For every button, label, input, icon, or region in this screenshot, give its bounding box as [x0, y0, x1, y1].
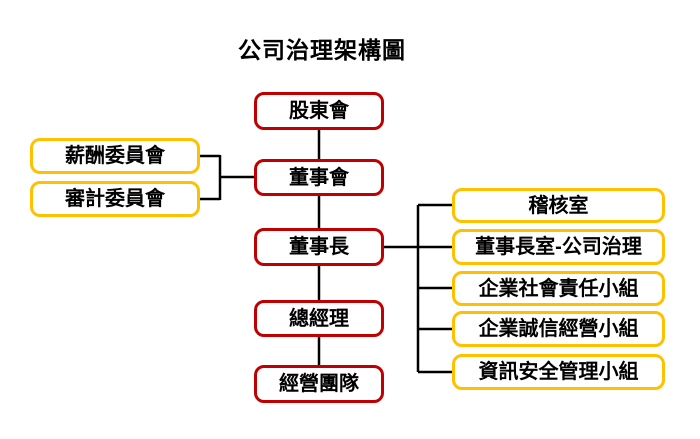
diagram-title: 公司治理架構圖 [238, 37, 406, 63]
node-general-manager: 總經理 [254, 300, 384, 337]
node-compensation-committee: 薪酬委員會 [30, 138, 200, 174]
node-shareholders-meeting: 股東會 [254, 92, 384, 130]
node-board-of-directors: 董事會 [254, 159, 384, 196]
node-audit-committee: 審計委員會 [30, 181, 200, 217]
node-csr-taskforce: 企業社會責任小組 [452, 271, 665, 306]
node-audit-office: 稽核室 [452, 188, 665, 223]
node-business-integrity-taskforce: 企業誠信經營小組 [452, 311, 665, 347]
node-chairman-office-corporate-governance: 董事長室-公司治理 [452, 229, 665, 265]
node-chairman: 董事長 [254, 228, 384, 266]
node-information-security-taskforce: 資訊安全管理小組 [452, 354, 665, 390]
node-management-team: 經營團隊 [254, 365, 384, 403]
